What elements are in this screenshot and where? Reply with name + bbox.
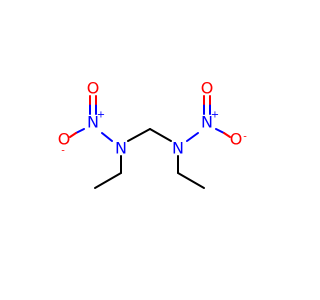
molecule-diagram: N N + O O - N N + O O - xyxy=(58,79,247,189)
bond-n-n-right xyxy=(186,132,199,142)
charge-o-single-left: - xyxy=(61,146,65,157)
bond-no-single-right-a xyxy=(215,128,225,134)
charge-o-single-right: - xyxy=(243,132,247,143)
atom-n-nitro-left: N xyxy=(87,113,99,132)
atom-o-double-left: O xyxy=(87,79,100,98)
bond-n-n-left xyxy=(101,132,113,142)
bond-ethyl-left xyxy=(94,172,122,189)
bond-no-single-left-b xyxy=(69,132,77,138)
atom-n-amine-right: N xyxy=(172,139,184,158)
atom-o-double-right: O xyxy=(201,79,214,98)
atom-n-amine-left: N xyxy=(115,139,127,158)
bond-ethyl-right xyxy=(177,172,205,189)
atom-o-single-right: O xyxy=(230,130,243,149)
bond-no-single-left-a xyxy=(75,128,85,134)
charge-n-nitro-left: + xyxy=(97,110,105,121)
charge-n-nitro-right: + xyxy=(211,110,219,121)
bond-no-single-right-b xyxy=(223,132,231,138)
bond-ch2-left xyxy=(127,128,151,142)
atom-n-nitro-right: N xyxy=(201,113,213,132)
bond-ch2-right xyxy=(149,128,172,142)
atom-o-single-left: O xyxy=(58,130,71,149)
